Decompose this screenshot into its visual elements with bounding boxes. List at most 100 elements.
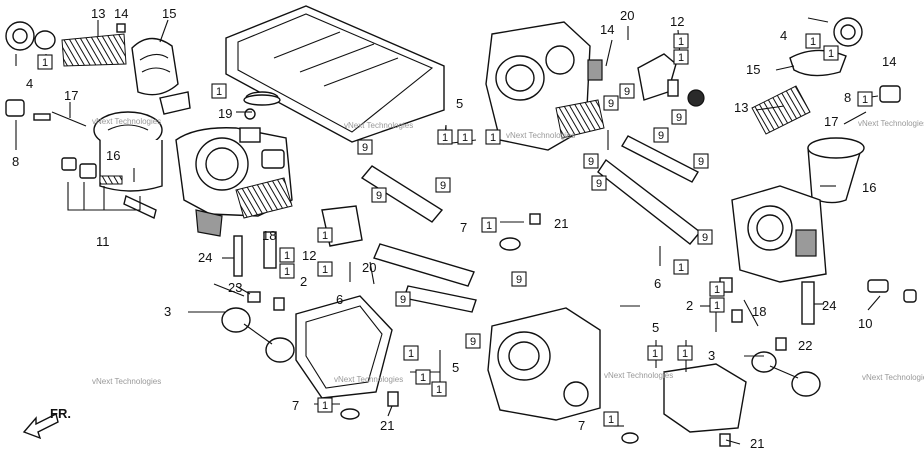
watermark: vNext Technologies — [858, 119, 924, 128]
callout-12: 12 — [670, 14, 684, 29]
o-ring-part — [243, 94, 281, 106]
cap-part — [5, 21, 56, 51]
float-bowl-left — [295, 205, 393, 399]
callout-15: 15 — [746, 62, 760, 77]
svg-text:1: 1 — [284, 266, 290, 278]
accelerator-pump-part — [637, 53, 705, 107]
spring-part-right — [751, 85, 811, 135]
box-1: 1 — [673, 33, 689, 49]
float-part-right — [751, 351, 821, 397]
box-9: 9 — [619, 83, 635, 99]
carburetor-body-top-center — [485, 21, 605, 151]
box-9: 9 — [511, 271, 527, 287]
callout-3: 3 — [164, 304, 171, 319]
box-1: 1 — [677, 345, 693, 361]
callout-20: 20 — [362, 260, 376, 275]
callout-16: 16 — [106, 148, 120, 163]
callout-3: 3 — [708, 348, 715, 363]
callout-8: 8 — [844, 90, 851, 105]
callout-13: 13 — [734, 100, 748, 115]
box-1: 1 — [603, 411, 619, 427]
callout-7: 7 — [460, 220, 467, 235]
svg-text:1: 1 — [490, 132, 496, 144]
callout-13: 13 — [91, 6, 105, 21]
callout-24: 24 — [822, 298, 836, 313]
box-9: 9 — [435, 177, 451, 193]
jet-part-right — [879, 85, 901, 103]
svg-text:1: 1 — [810, 36, 816, 48]
box-1: 1 — [647, 345, 663, 361]
svg-text:1: 1 — [678, 52, 684, 64]
svg-text:9: 9 — [608, 98, 614, 110]
boxed-callouts: 1 1 9 9 9 9 9 9 1 1 1 1 1 1 1 1 1 1 1 1 … — [37, 33, 873, 427]
connecting-tubes — [360, 135, 702, 313]
box-1: 1 — [823, 45, 839, 61]
float-part-left — [221, 307, 295, 363]
box-1: 1 — [485, 129, 501, 145]
svg-text:1: 1 — [678, 36, 684, 48]
box-1: 1 — [857, 91, 873, 107]
vacuum-chamber-part-right — [807, 137, 865, 204]
svg-text:1: 1 — [678, 262, 684, 274]
callout-12: 12 — [302, 248, 316, 263]
box-1: 1 — [673, 259, 689, 275]
spring-part — [61, 33, 127, 67]
box-1: 1 — [709, 297, 725, 313]
svg-text:9: 9 — [440, 180, 446, 192]
svg-text:9: 9 — [702, 232, 708, 244]
svg-text:9: 9 — [400, 294, 406, 306]
box-9: 9 — [693, 153, 709, 169]
box-9: 9 — [583, 153, 599, 169]
callout-18: 18 — [262, 228, 276, 243]
box-1: 1 — [457, 129, 473, 145]
watermark: vNext Technologies — [334, 375, 403, 384]
front-direction-arrow: FR. — [22, 406, 71, 440]
svg-text:1: 1 — [284, 250, 290, 262]
box-1: 1 — [709, 281, 725, 297]
box-1: 1 — [415, 369, 431, 385]
callout-4: 4 — [26, 76, 33, 91]
svg-text:9: 9 — [596, 178, 602, 190]
svg-text:1: 1 — [714, 284, 720, 296]
float-bowl-right — [663, 363, 747, 433]
small-jets-left — [213, 231, 285, 311]
svg-text:1: 1 — [408, 348, 414, 360]
box-9: 9 — [591, 175, 607, 191]
svg-text:9: 9 — [624, 86, 630, 98]
callout-labels: 13 14 15 4 17 8 16 11 19 24 23 18 2 3 12… — [12, 6, 896, 451]
box-1: 1 — [211, 83, 227, 99]
box-1: 1 — [805, 33, 821, 49]
box-1: 1 — [279, 247, 295, 263]
carburetor-body-upper-left — [175, 127, 293, 237]
callout-20: 20 — [620, 8, 634, 23]
svg-text:9: 9 — [698, 156, 704, 168]
watermark: vNext Technologies — [604, 371, 673, 380]
watermark: vNext Technologies — [92, 117, 161, 126]
callout-6: 6 — [336, 292, 343, 307]
svg-text:9: 9 — [588, 156, 594, 168]
callout-17: 17 — [824, 114, 838, 129]
svg-text:1: 1 — [462, 132, 468, 144]
box-1: 1 — [481, 217, 497, 233]
box-1: 1 — [279, 263, 295, 279]
carburetor-body-right — [731, 185, 827, 283]
callout-5: 5 — [456, 96, 463, 111]
box-1: 1 — [317, 227, 333, 243]
callout-21: 21 — [554, 216, 568, 231]
watermark: vNext Technologies — [862, 373, 924, 382]
callout-5: 5 — [452, 360, 459, 375]
callout-18: 18 — [752, 304, 766, 319]
callout-23: 23 — [228, 280, 242, 295]
box-9: 9 — [395, 291, 411, 307]
svg-text:9: 9 — [658, 130, 664, 142]
svg-text:1: 1 — [486, 220, 492, 232]
svg-text:1: 1 — [828, 48, 834, 60]
callout-2: 2 — [300, 274, 307, 289]
callout-24: 24 — [198, 250, 212, 265]
callout-7: 7 — [292, 398, 299, 413]
box-9: 9 — [697, 229, 713, 245]
box-1: 1 — [673, 49, 689, 65]
svg-text:1: 1 — [862, 94, 868, 106]
diaphragm-part — [131, 37, 179, 96]
